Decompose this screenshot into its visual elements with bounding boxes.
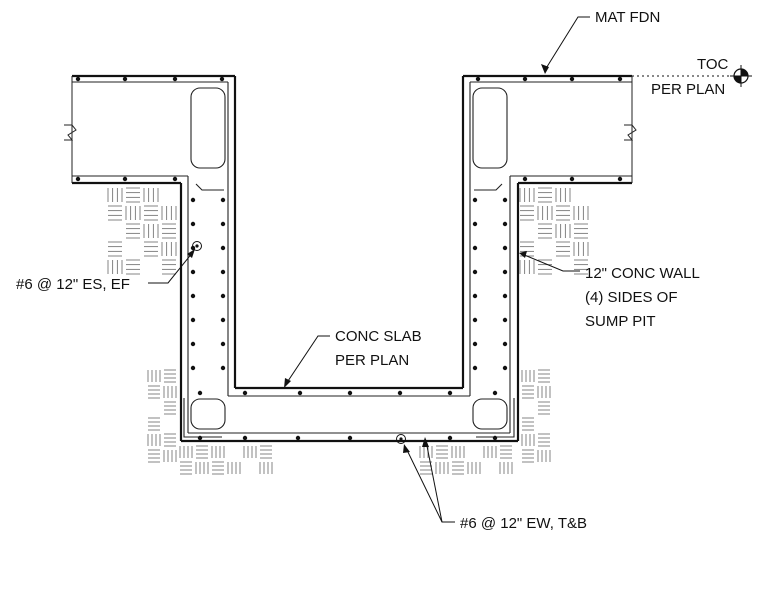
rebar-dot xyxy=(197,435,203,441)
break-line-icon xyxy=(64,124,637,141)
rebar-dot xyxy=(190,293,196,299)
rebar-dot xyxy=(472,317,478,323)
toc-per-plan-label: PER PLAN xyxy=(651,81,725,98)
rebar-dot xyxy=(447,390,453,396)
rebar-dot xyxy=(492,390,498,396)
rebar-dot xyxy=(569,76,575,82)
rebar-dot xyxy=(472,221,478,227)
wall-label-line2: (4) SIDES OF xyxy=(585,289,678,306)
rebar-dot xyxy=(502,269,508,275)
rebar-dot xyxy=(522,176,528,182)
rebar-dot xyxy=(522,76,528,82)
wall-label-line1: 12" CONC WALL xyxy=(585,265,700,282)
rebar-dot xyxy=(75,76,81,82)
rebar-dot xyxy=(220,245,226,251)
leader-lines xyxy=(148,16,590,523)
rebar-dot xyxy=(190,317,196,323)
rebar-dot xyxy=(472,197,478,203)
rebar-dot xyxy=(172,176,178,182)
earth-hatch-icon xyxy=(107,187,589,475)
rebar-dot xyxy=(472,245,478,251)
rebar-dot xyxy=(122,76,128,82)
rebar-dot xyxy=(472,269,478,275)
reinforcement xyxy=(72,81,632,438)
rebar-dot xyxy=(502,197,508,203)
rebar-dot xyxy=(617,76,623,82)
slab-label-line2: PER PLAN xyxy=(335,352,409,369)
rebar-dot xyxy=(220,293,226,299)
rebar-dot xyxy=(122,176,128,182)
rebar-dot xyxy=(492,435,498,441)
rebar-dot xyxy=(502,245,508,251)
slab-bar-callout-label: #6 @ 12" EW, T&B xyxy=(460,515,587,532)
rebar-dot xyxy=(220,341,226,347)
rebar-dot xyxy=(397,390,403,396)
wall-label-line3: SUMP PIT xyxy=(585,313,656,330)
rebar-dot xyxy=(472,341,478,347)
rebar-dot xyxy=(197,390,203,396)
rebar-dot xyxy=(220,197,226,203)
rebar-dot xyxy=(190,269,196,275)
rebar-dot xyxy=(347,435,353,441)
rebar-dot xyxy=(190,197,196,203)
rebar-dot xyxy=(502,365,508,371)
rebar-dot xyxy=(502,317,508,323)
rebar-dot xyxy=(297,390,303,396)
rebar-dot xyxy=(242,390,248,396)
rebar-dot xyxy=(295,435,301,441)
rebar-dot xyxy=(447,435,453,441)
rebar-dot xyxy=(190,341,196,347)
wall-bar-callout-label: #6 @ 12" ES, EF xyxy=(16,276,130,293)
rebar-dot xyxy=(75,176,81,182)
rebar-dot xyxy=(220,365,226,371)
rebar-dot xyxy=(219,76,225,82)
rebar-dot xyxy=(347,390,353,396)
rebar-dot xyxy=(190,365,196,371)
toc-label: TOC xyxy=(697,56,729,73)
rebar-dots xyxy=(75,76,623,441)
toc-elevation-target-icon xyxy=(632,65,752,87)
concrete-section-outline xyxy=(71,74,633,443)
rebar-dot xyxy=(242,435,248,441)
annotation-labels: MAT FDN TOC PER PLAN #6 @ 12" ES, EF 12"… xyxy=(16,9,729,532)
rebar-dot xyxy=(172,76,178,82)
callout-bar-markers xyxy=(192,241,406,444)
rebar-dot xyxy=(617,176,623,182)
mat-fdn-label: MAT FDN xyxy=(595,9,660,26)
rebar-dot xyxy=(472,365,478,371)
rebar-dot xyxy=(220,317,226,323)
rebar-dot xyxy=(502,293,508,299)
slab-label-line1: CONC SLAB xyxy=(335,328,422,345)
rebar-dot xyxy=(220,269,226,275)
rebar-dot xyxy=(502,341,508,347)
rebar-dot xyxy=(472,293,478,299)
rebar-dot xyxy=(502,221,508,227)
rebar-dot xyxy=(475,76,481,82)
rebar-dot xyxy=(190,221,196,227)
rebar-dot xyxy=(569,176,575,182)
rebar-dot xyxy=(220,221,226,227)
